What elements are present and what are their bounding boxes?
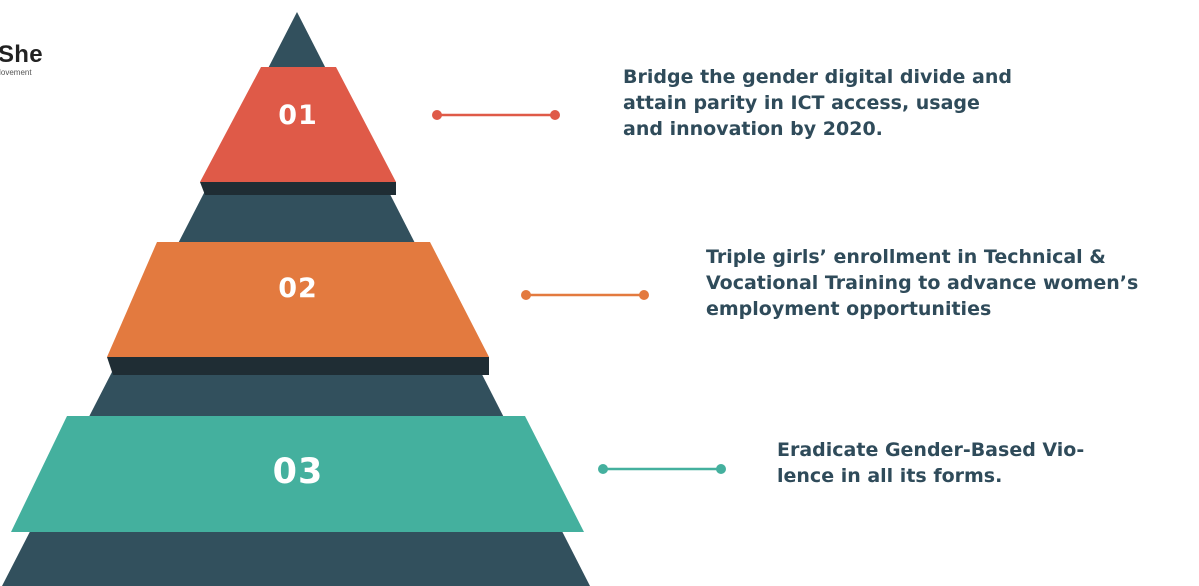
connector-1 (432, 110, 560, 120)
goal-1-description: Bridge the gender digital divide and att… (623, 64, 1012, 142)
goal-1-line-3: and innovation by 2020. (623, 118, 883, 140)
tier-2-shadow (107, 357, 489, 375)
logo: She y Movement (0, 42, 43, 78)
goal-1-line-2: attain parity in ICT access, usage (623, 92, 980, 114)
tier-2-number: 02 (278, 273, 318, 304)
logo-wordmark: She (0, 41, 43, 68)
tier-1-shadow (200, 182, 396, 195)
goal-2-line-1: Triple girls’ enrollment in Technical & (706, 246, 1106, 268)
goal-3-line-1: Eradicate Gender-Based Vio- (777, 439, 1085, 461)
goal-1-line-1: Bridge the gender digital divide and (623, 66, 1012, 88)
goal-3-line-2: lence in all its forms. (777, 465, 1003, 487)
tier-2-band (107, 242, 489, 357)
connector-2 (521, 290, 649, 300)
tier-1-band (200, 67, 396, 182)
tier-3-band (11, 416, 584, 532)
goal-2-line-2: Vocational Training to advance women’s (706, 272, 1139, 294)
connector-3 (598, 464, 726, 474)
tier-3-number: 03 (272, 452, 324, 492)
logo-tagline: y Movement (0, 68, 32, 77)
goal-3-description: Eradicate Gender-Based Vio- lence in all… (777, 437, 1084, 489)
tier-1-number: 01 (278, 100, 318, 131)
goal-2-description: Triple girls’ enrollment in Technical & … (706, 244, 1138, 322)
goal-2-line-3: employment opportunities (706, 298, 992, 320)
